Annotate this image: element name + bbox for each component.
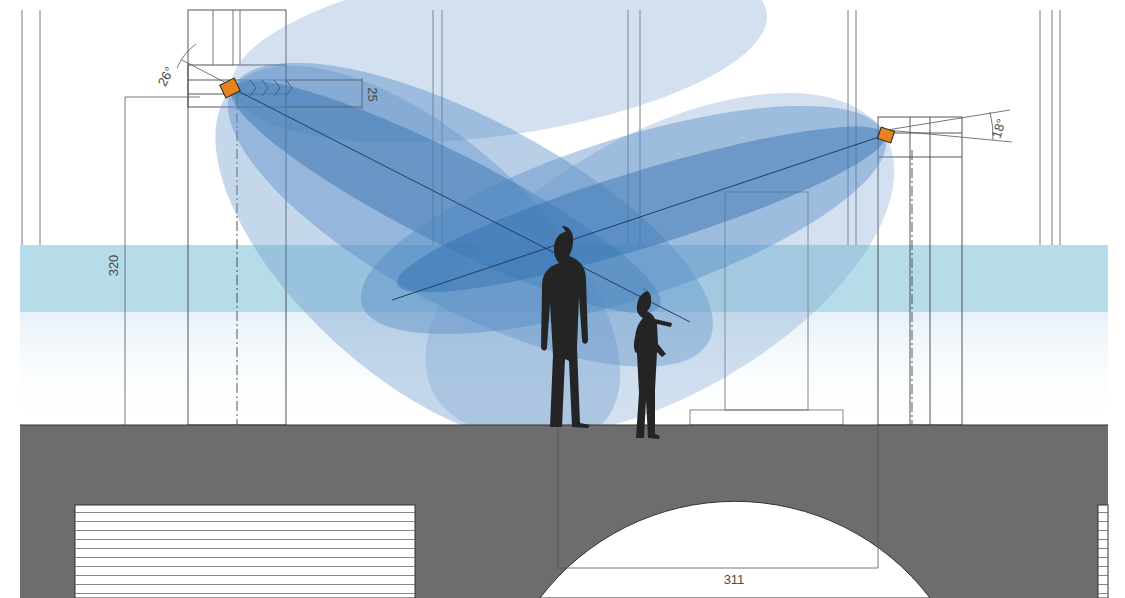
spotlight (220, 78, 241, 98)
dimension-label: 25 (366, 87, 379, 101)
floor (20, 425, 1108, 598)
dimension-label: 311 (724, 573, 745, 586)
dimension-25 (286, 78, 362, 109)
angle-label: 26° (156, 64, 177, 87)
angle-label: 18° (990, 117, 1008, 140)
angle-marks (177, 44, 1012, 142)
arch (540, 501, 930, 598)
visitors (541, 226, 672, 439)
dimension-lines (125, 97, 878, 568)
spotlight (877, 127, 894, 143)
window (75, 505, 415, 598)
dimension-label: 320 (107, 254, 120, 276)
